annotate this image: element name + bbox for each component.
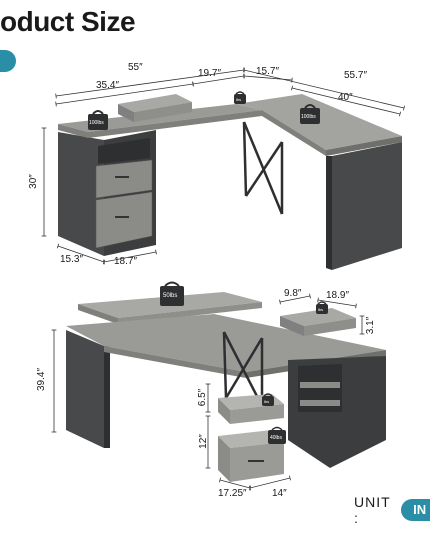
weight-label-lift: 50lbs	[163, 293, 178, 299]
bottom-dimension-lines	[51, 293, 365, 491]
drawer-handle	[115, 216, 129, 218]
left-cabinet-side	[58, 132, 104, 256]
dim-drawer-depth: 17.25″	[218, 488, 247, 499]
dim-stand-depth: 18.9″	[326, 290, 350, 301]
weight-label-drawer-top: lbs	[264, 399, 270, 404]
dim-drawer-width: 14″	[272, 488, 287, 499]
dim-stand-width: 9.8″	[284, 288, 302, 299]
dim-lift-height: 39.4″	[36, 367, 48, 392]
weight-label-drawer-bottom: 40lbs	[270, 435, 282, 441]
page-title: oduct Size	[0, 6, 136, 37]
drawer-top-pulled	[230, 404, 284, 424]
dim-drawer-bottom: 12″	[197, 434, 209, 449]
dim-stand-height: 3.1″	[365, 316, 377, 335]
monitor-stand-bottom	[280, 308, 356, 326]
x-brace-leg	[242, 121, 284, 215]
drawer-handle	[115, 176, 129, 178]
top-dimension-lines	[41, 67, 405, 265]
bottom-drawer	[95, 191, 153, 249]
x-brace-leg-bottom	[222, 331, 264, 407]
weight-icon-drawer	[262, 393, 274, 406]
dim-total-left-width: 55″	[128, 62, 143, 73]
dim-mid-section: 19.7″	[198, 68, 222, 79]
weight-icon-left	[88, 110, 108, 130]
dim-cabinet-depth: 15.3″	[60, 254, 84, 265]
dim-return-total: 55.7″	[344, 70, 368, 81]
dim-height: 30″	[27, 174, 39, 189]
dim-drawer-top: 6.5″	[197, 388, 209, 407]
weight-icon-drawer-bottom	[268, 426, 286, 444]
right-side-panel	[332, 142, 402, 270]
unit-value-badge: IN	[401, 499, 430, 521]
top-desk	[58, 91, 402, 270]
weight-label-center: lbs	[236, 97, 242, 102]
bottom-desk	[66, 281, 386, 482]
top-drawer	[95, 159, 153, 199]
dim-left-section: 35.4″	[96, 80, 120, 91]
dim-return-top: 40″	[338, 92, 353, 103]
weight-icon-lift	[160, 281, 184, 306]
weight-label-left: 100lbs	[89, 120, 104, 126]
desktop-left	[58, 104, 262, 132]
unit-indicator: UNIT : IN	[354, 494, 430, 526]
weight-label-right: 100lbs	[301, 114, 316, 120]
dim-cabinet-width: 18.7″	[114, 256, 138, 267]
dim-return-depth: 15.7″	[256, 66, 280, 77]
unit-label: UNIT :	[354, 494, 391, 526]
weight-label-stand: lbs	[318, 307, 324, 312]
desk-surface	[66, 314, 386, 372]
accent-tab	[0, 50, 16, 72]
left-panel	[66, 330, 104, 448]
